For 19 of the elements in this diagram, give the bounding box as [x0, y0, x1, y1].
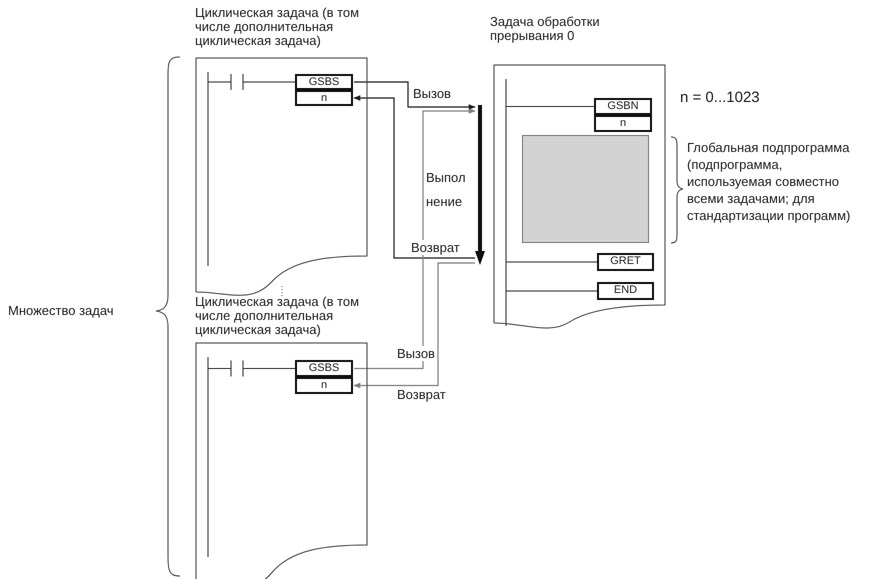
group-label: Множество задач	[8, 302, 115, 319]
edge-label: Вызов	[396, 346, 436, 361]
arrow	[354, 81, 476, 110]
arrow	[353, 262, 475, 388]
edge-label: Вызов	[412, 86, 452, 101]
range-note: n = 0...1023	[680, 89, 761, 106]
execution-arrow	[475, 105, 485, 265]
task-heading: Циклическая задача (в том числе дополнительная циклическая задача)	[195, 6, 360, 48]
arrow	[353, 95, 475, 259]
task-heading: Циклическая задача (в том числе дополнительная циклическая задача)	[195, 295, 360, 337]
instruction-box: GSBS	[295, 360, 353, 377]
subroutine-note: Глобальная подпрограмма (подпрограмма, используемая совместно всеми задачами; для стандартизации программ)	[687, 139, 852, 224]
arrow	[354, 108, 476, 370]
instruction-box: n	[295, 90, 353, 106]
edge-label: Возврат	[410, 240, 461, 255]
instruction-box: n	[295, 377, 353, 394]
edge-label: Возврат	[396, 387, 447, 402]
execution-label: Выпол нение	[426, 169, 467, 211]
instruction-box: GSBS	[295, 74, 353, 90]
